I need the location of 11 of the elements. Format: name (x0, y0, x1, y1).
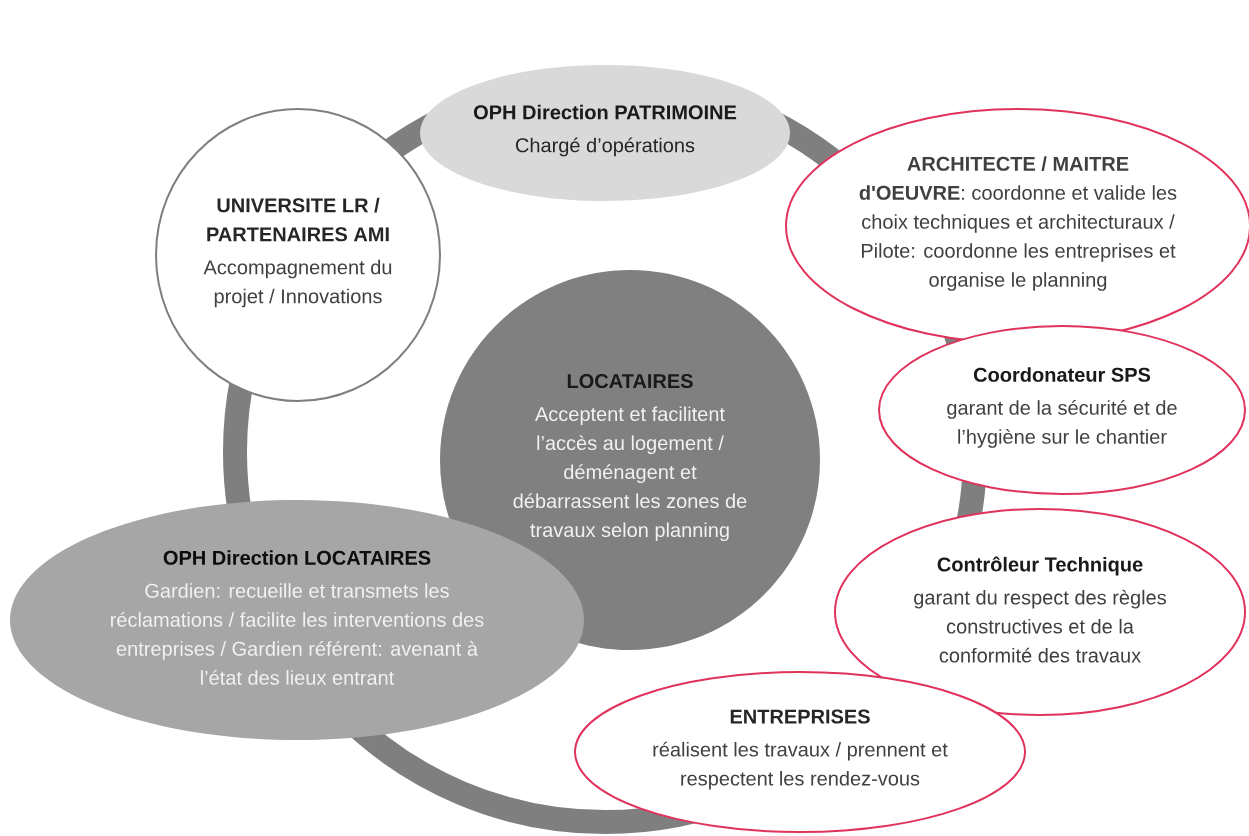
node-label: Coordonateur SPS (973, 367, 1151, 382)
oval-node: OPH Direction PATRIMOINE Chargé d’opérations (420, 65, 790, 201)
node-label: garant du respect des règles constructives et de la conformité des travaux (914, 589, 1166, 663)
oval-node: ARCHITECTE / MAITRE d'OEUVRE: coordonne et valide les choix techniques et architecturaux / Pilote: coordonne les entreprises et organise le planning (785, 108, 1249, 344)
node-label: réalisent les travaux / prennent et respectent les rendez-vous (653, 741, 948, 790)
oval-node: Coordonateur SPS garant de la sécurité et de l’hygiène sur le chantier (878, 325, 1246, 495)
node-label: ARCHITECTE / MAITRE d'OEUVRE: coordonne et valide les choix techniques et architecturaux / Pilote: coordonne les entreprises et organise le planning (859, 156, 1177, 291)
node-label: garant de la sécurité et de l’hygiène sur le chantier (947, 399, 1177, 448)
oval-node: UNIVERSITE LR / PARTENAIRES AMI Accompagnement du projet / Innovations (155, 108, 441, 402)
node-label: Contrôleur Technique (937, 556, 1143, 576)
oval-node: ENTREPRISES réalisent les travaux / prennent et respectent les rendez-vous (574, 671, 1026, 833)
